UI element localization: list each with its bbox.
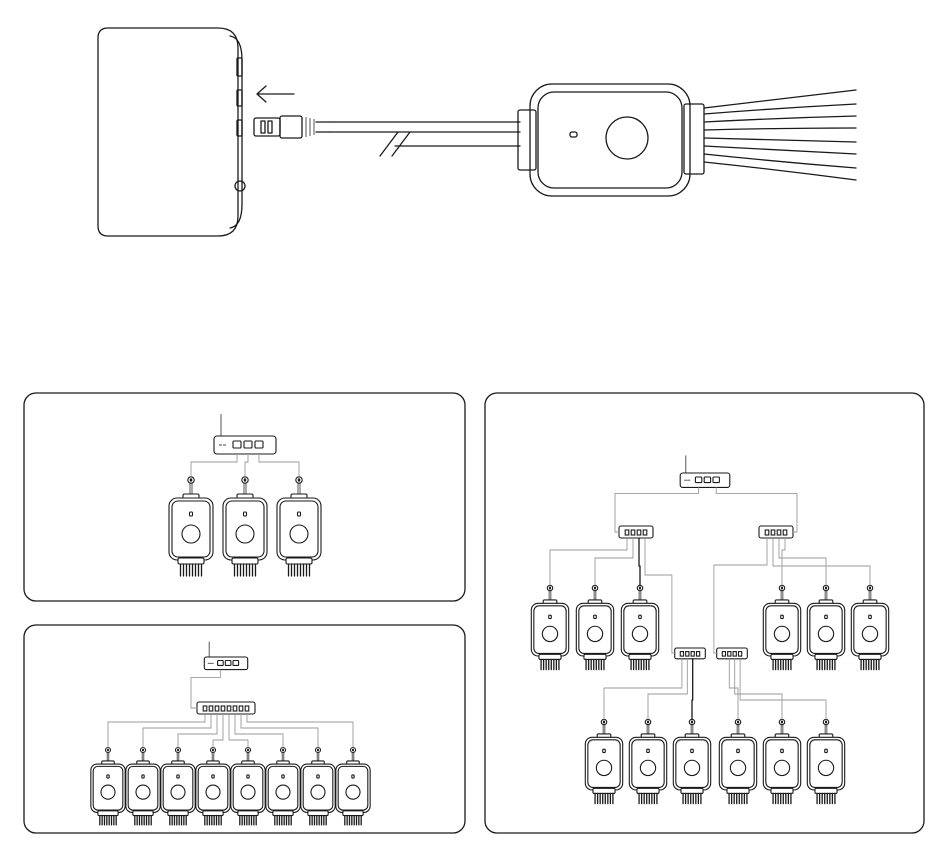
controller-box [98,28,245,236]
splitter-panel-c-left [619,526,653,538]
rj45-plug [254,116,330,138]
splitter-panel-c-level2-left [675,648,706,659]
splitter-panel-c-right [759,526,793,538]
splitter-panel-c-level2-right [717,648,748,659]
splitter-panel-b [197,702,255,714]
output-cables [704,90,856,180]
arrow-left-icon [257,86,294,102]
hub-module [518,84,704,196]
cable-with-break [330,122,520,156]
